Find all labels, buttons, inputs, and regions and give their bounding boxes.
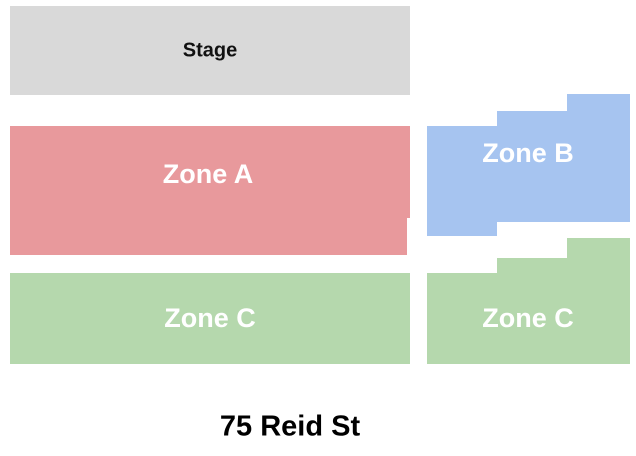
stage-label: Stage [183, 39, 237, 61]
zone-b-label: Zone B [482, 138, 574, 168]
zone-b-shape[interactable] [427, 94, 630, 236]
section-zone-c-left[interactable]: Zone C [10, 273, 410, 364]
venue-title: 75 Reid St [220, 411, 361, 443]
zone-c-right-shape[interactable] [427, 238, 630, 364]
section-zone-a[interactable]: Zone A [10, 126, 410, 255]
section-zone-c-right[interactable]: Zone C [427, 238, 630, 364]
zone-c-left-shape[interactable] [10, 273, 410, 364]
zone-c-right-label: Zone C [482, 303, 574, 333]
zone-a-shape[interactable] [10, 126, 410, 255]
stage-shape[interactable] [10, 6, 410, 95]
section-zone-b[interactable]: Zone B [427, 94, 630, 236]
zone-c-left-label: Zone C [164, 303, 256, 333]
section-stage[interactable]: Stage [10, 6, 410, 95]
zone-a-label: Zone A [163, 159, 254, 189]
